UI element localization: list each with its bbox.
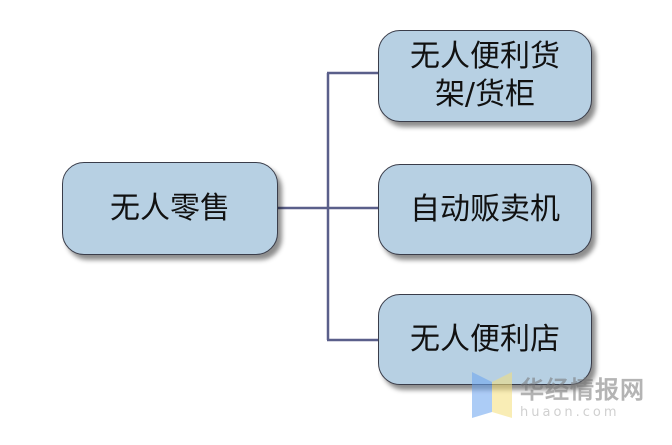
- watermark: 华经情报网 huaon.com: [472, 370, 645, 420]
- watermark-domain: huaon.com: [520, 405, 620, 420]
- child-node-vending: 自动贩卖机: [378, 164, 592, 255]
- child-node-shelf: 无人便利货架/货柜: [378, 30, 592, 122]
- watermark-name: 华经情报网: [520, 376, 645, 404]
- watermark-logo-icon: [472, 372, 512, 418]
- child-node-store: 无人便利店: [378, 294, 592, 385]
- root-node: 无人零售: [62, 162, 278, 255]
